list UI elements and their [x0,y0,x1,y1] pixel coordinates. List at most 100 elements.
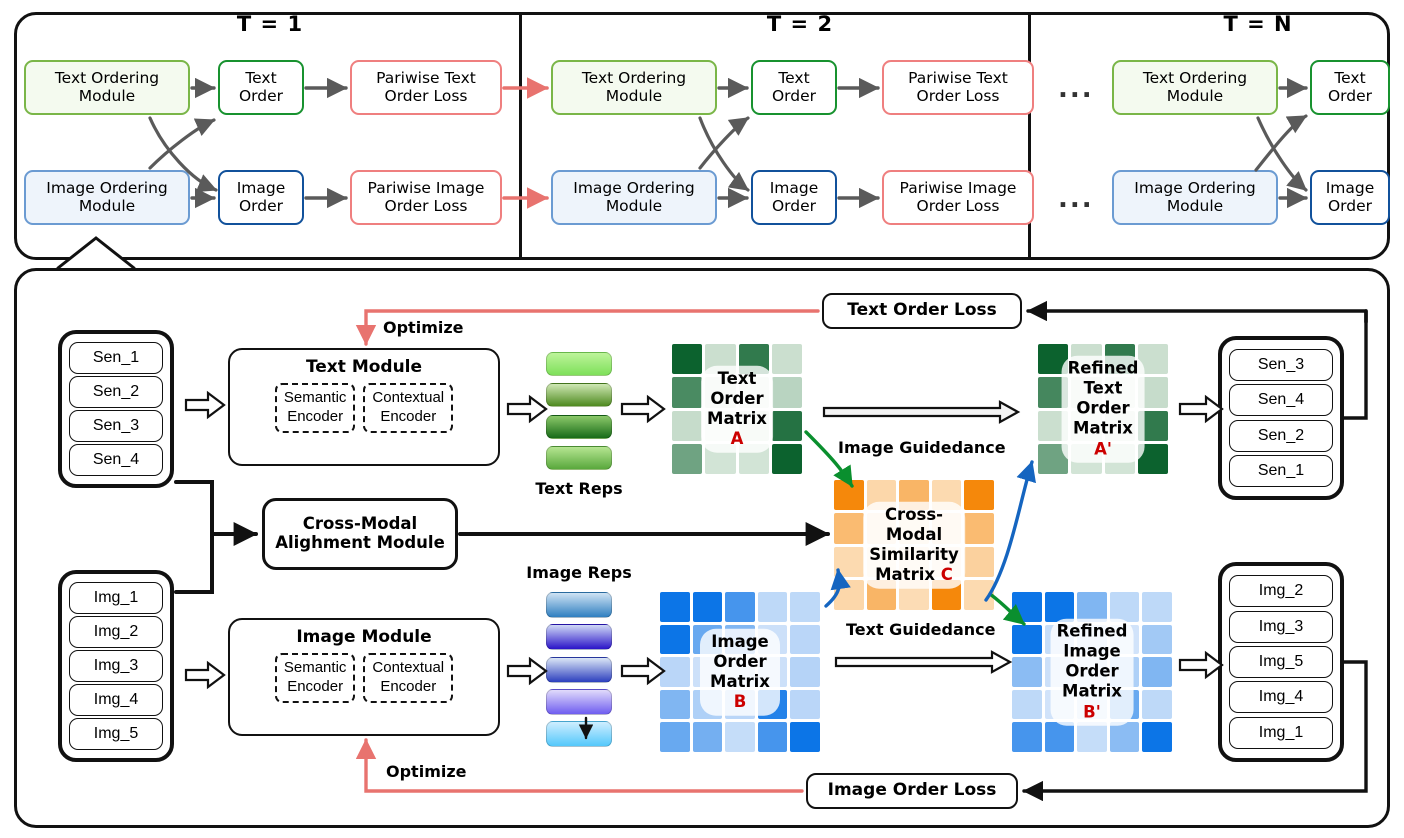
list-item[interactable]: Sen_1 [68,342,164,374]
input-image-list[interactable]: Img_1 Img_2 Img_3 Img_4 Img_5 [58,570,174,762]
list-item[interactable]: Sen_4 [1229,384,1333,417]
matrix-c-label: Cross-Modal Similarity Matrix [869,504,959,585]
matrix-cell [790,657,820,687]
matrix-cell [1142,624,1172,655]
list-item[interactable]: Img_3 [68,650,164,682]
image-ordering-module-t2[interactable]: Image Ordering Module [551,170,717,225]
matrix-a-refined-symbol: A' [1094,439,1112,459]
text-module[interactable]: Text Module Semantic Encoder Contextual … [228,348,500,466]
list-item[interactable]: Img_4 [1229,681,1333,714]
pairwise-text-order-loss-t1[interactable]: Pariwise Text Order Loss [350,60,502,115]
rep-bar [546,352,612,376]
matrix-cell [672,377,703,408]
contextual-encoder[interactable]: Contextual Encoder [363,653,454,703]
rep-bar [546,445,612,470]
text-order-t2[interactable]: Text Order [751,60,837,115]
matrix-cell [790,624,820,655]
matrix-cell [1012,624,1042,655]
text-ordering-module-t1[interactable]: Text Ordering Module [24,60,190,115]
rep-bar [546,656,612,683]
matrix-cell [660,624,690,655]
matrix-cell [790,689,820,720]
matrix-cell [771,377,802,408]
matrix-b-symbol: B [733,692,747,712]
image-ordering-module-tn[interactable]: Image Ordering Module [1112,170,1278,225]
matrix-cell [771,410,802,441]
matrix-cell [790,592,820,622]
list-item[interactable]: Img_3 [1229,610,1333,643]
contextual-encoder[interactable]: Contextual Encoder [363,383,454,433]
pairwise-image-order-loss-t2[interactable]: Pariwise Image Order Loss [882,170,1034,225]
image-reps [546,592,612,747]
list-item[interactable]: Sen_3 [68,410,164,442]
stage-label-t2: T = 2 [766,12,834,36]
text-ordering-module-t2[interactable]: Text Ordering Module [551,60,717,115]
matrix-cell [672,344,703,375]
matrix-b-label: Image Order Matrix [710,631,770,691]
stage-label-t1: T = 1 [236,12,304,36]
list-item[interactable]: Img_4 [68,684,164,716]
matrix-cell [672,443,703,474]
list-item[interactable]: Img_1 [68,582,164,614]
text-order-loss-box[interactable]: Text Order Loss [822,293,1022,329]
rep-bar [546,592,612,618]
matrix-b-refined-label-wrap: Refined Image Order Matrix B' [1012,592,1172,752]
list-item[interactable]: Sen_3 [1229,349,1333,382]
list-item[interactable]: Sen_2 [68,376,164,408]
matrix-cell [660,592,690,622]
cross-modal-alignment-module[interactable]: Cross-Modal Alighment Module [262,498,458,570]
stage-label-tn: T = N [1223,12,1293,36]
matrix-cell [1142,592,1172,622]
matrix-c-symbol: C [940,565,953,585]
list-item[interactable]: Img_5 [1229,645,1333,678]
image-ordering-module-t1[interactable]: Image Ordering Module [24,170,190,225]
matrix-a-refined-label: Refined Text Order Matrix [1067,358,1139,439]
output-image-list[interactable]: Img_2 Img_3 Img_5 Img_4 Img_1 [1218,562,1344,762]
matrix-b-refined-symbol: B' [1083,702,1101,722]
matrix-b-refined-label: Refined Image Order Matrix [1056,621,1128,702]
matrix-a-symbol: A [730,429,744,449]
matrix-cell [660,689,690,720]
text-guidance-label: Text Guidedance [846,620,996,639]
text-order-t1[interactable]: Text Order [218,60,304,115]
matrix-cell [771,344,802,375]
matrix-a-label: Text Order Matrix [707,368,767,428]
ellipsis-image-row: ... [1058,184,1094,214]
list-item[interactable]: Sen_2 [1229,419,1333,452]
list-item[interactable]: Sen_4 [68,444,164,476]
image-order-loss-box[interactable]: Image Order Loss [806,773,1018,809]
semantic-encoder[interactable]: Semantic Encoder [274,383,356,433]
image-order-t2[interactable]: Image Order [751,170,837,225]
matrix-a-refined-label-wrap: Refined Text Order Matrix A' [1038,344,1168,474]
matrix-cell [1077,592,1107,622]
matrix-cell [757,592,788,622]
list-item[interactable]: Img_2 [1229,575,1333,608]
text-order-tn[interactable]: Text Order [1310,60,1390,115]
output-sentence-list[interactable]: Sen_3 Sen_4 Sen_2 Sen_1 [1218,336,1344,500]
matrix-cell [1044,592,1075,622]
rep-bar [546,414,612,439]
text-reps [546,352,612,470]
input-sentence-list[interactable]: Sen_1 Sen_2 Sen_3 Sen_4 [58,330,174,488]
matrix-cell [725,592,755,622]
pairwise-text-order-loss-t2[interactable]: Pariwise Text Order Loss [882,60,1034,115]
image-order-tn[interactable]: Image Order [1310,170,1390,225]
matrix-cell [1109,592,1140,622]
list-item[interactable]: Img_5 [68,718,164,750]
rep-bar [546,383,612,408]
text-ordering-module-tn[interactable]: Text Ordering Module [1112,60,1278,115]
pairwise-image-order-loss-t1[interactable]: Pariwise Image Order Loss [350,170,502,225]
list-item[interactable]: Img_2 [68,616,164,648]
semantic-encoder[interactable]: Semantic Encoder [274,653,356,703]
matrix-a-label-wrap: Text Order Matrix A [672,344,802,474]
image-module-title: Image Module [296,627,432,647]
rep-bar [546,721,612,747]
list-item[interactable]: Sen_1 [1229,454,1333,487]
image-module[interactable]: Image Module Semantic Encoder Contextual… [228,618,500,736]
matrix-cell [771,443,802,474]
text-module-title: Text Module [305,357,423,377]
list-item[interactable]: Img_1 [1229,716,1333,749]
image-reps-label: Image Reps [526,563,632,582]
image-order-t1[interactable]: Image Order [218,170,304,225]
